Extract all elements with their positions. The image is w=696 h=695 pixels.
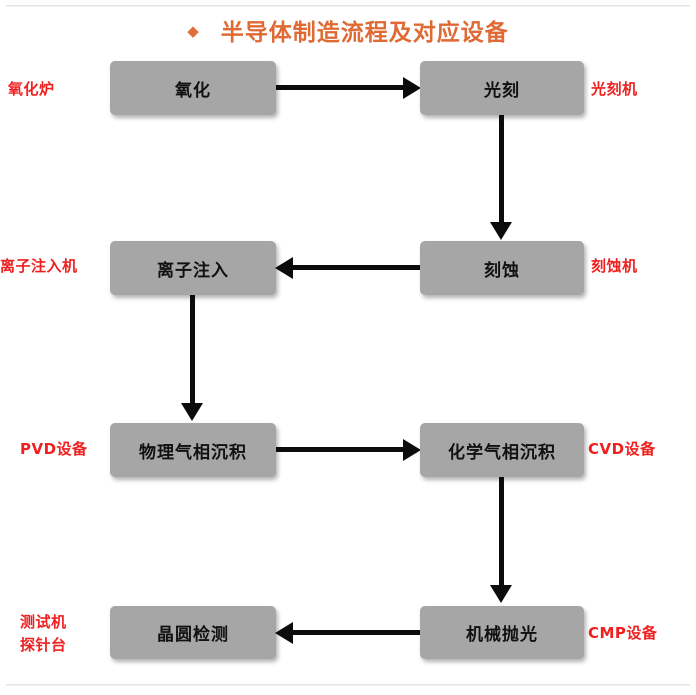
process-box-oxidation-label: 氧化 (175, 80, 211, 101)
connector-cmp-to-wafer-test (292, 630, 420, 635)
bottom-divider-rule (6, 684, 690, 686)
equipment-label-ion-implanter: 离子注入机 (0, 257, 78, 275)
process-box-etching[interactable]: 刻蚀 (420, 241, 584, 295)
arrowhead-right-icon-pvd-cvd (403, 439, 421, 461)
arrowhead-down-icon-photolithography-etching (490, 222, 512, 240)
equipment-label-tester-probe-station: 测试机 探针台 (20, 611, 67, 657)
arrowhead-right-icon-oxidation-photolithography (403, 77, 421, 99)
process-box-cmp-label: 机械抛光 (466, 625, 538, 645)
process-box-cvd[interactable]: 化学气相沉积 (420, 423, 584, 477)
process-box-ion-implant[interactable]: 离子注入 (110, 241, 276, 295)
equipment-label-oxidation-furnace: 氧化炉 (8, 80, 55, 98)
equipment-label-photolithography-machine: 光刻机 (591, 80, 638, 98)
equipment-label-cvd: CVD设备 (588, 440, 656, 458)
page-title-text: 半导体制造流程及对应设备 (220, 20, 509, 46)
process-box-ion-implant-label: 离子注入 (157, 260, 229, 281)
equipment-label-pvd: PVD设备 (20, 440, 88, 458)
top-divider-rule (6, 5, 690, 7)
process-box-oxidation[interactable]: 氧化 (110, 61, 276, 115)
process-box-etching-label: 刻蚀 (484, 260, 520, 281)
process-box-cmp[interactable]: 机械抛光 (420, 606, 584, 659)
process-box-cvd-label: 化学气相沉积 (448, 442, 556, 463)
process-box-wafer-test-label: 晶圆检测 (157, 625, 229, 645)
diamond-bullet-icon: ◆ (187, 21, 199, 40)
connector-pvd-to-cvd (276, 447, 404, 452)
process-box-photolithography[interactable]: 光刻 (420, 61, 584, 115)
connector-oxidation-to-photolithography (276, 85, 404, 90)
equipment-label-etching-machine: 刻蚀机 (591, 257, 638, 275)
process-box-pvd[interactable]: 物理气相沉积 (110, 423, 276, 477)
process-box-wafer-test[interactable]: 晶圆检测 (110, 606, 276, 659)
equipment-label-tester: 测试机 (20, 613, 67, 631)
arrowhead-left-icon-etching-ion-implant (275, 257, 293, 279)
process-box-photolithography-label: 光刻 (484, 80, 520, 101)
connector-ion-implant-to-pvd (190, 295, 195, 405)
connector-etching-to-ion-implant (292, 265, 420, 270)
page-title: ◆ 半导体制造流程及对应设备 (0, 13, 696, 47)
equipment-label-cmp: CMP设备 (588, 624, 658, 642)
process-box-pvd-label: 物理气相沉积 (139, 442, 247, 463)
arrowhead-down-icon-ion-implant-pvd (181, 403, 203, 421)
equipment-label-probe-station: 探针台 (20, 636, 67, 654)
arrowhead-down-icon-cvd-cmp (490, 585, 512, 603)
connector-photolithography-to-etching (499, 115, 504, 225)
connector-cvd-to-cmp (499, 477, 504, 587)
arrowhead-left-icon-cmp-wafer-test (275, 622, 293, 644)
